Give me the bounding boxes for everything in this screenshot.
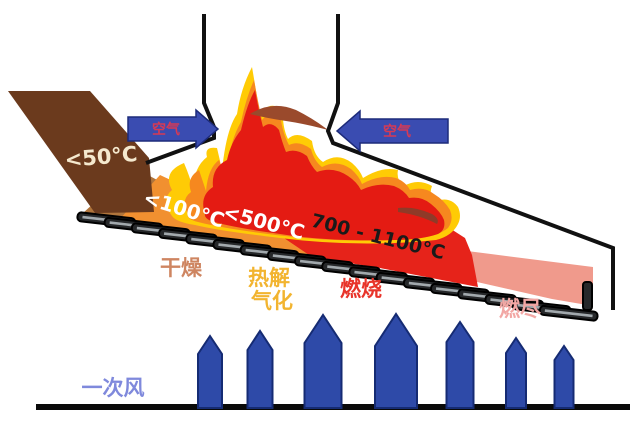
primary-air-arrow	[303, 313, 343, 409]
zone-label-drying: 干燥	[160, 256, 202, 280]
air-label-right: 空气	[383, 124, 411, 140]
primary-air-arrows	[197, 312, 575, 409]
grate-end-piece	[582, 281, 593, 311]
air-label-left: 空气	[152, 122, 180, 138]
flame-red-core	[203, 90, 445, 241]
flame-maroon-streak	[398, 207, 438, 224]
primary-air-arrow	[553, 344, 575, 409]
air-arrows	[127, 108, 449, 153]
flame-maroon-shadow	[250, 105, 328, 130]
grate-steps	[76, 211, 599, 322]
grate-slat-highlight	[544, 309, 593, 318]
primary-air-arrow	[246, 329, 274, 409]
air-arrow-left	[127, 108, 220, 150]
air-arrow-right	[335, 109, 449, 153]
flame	[166, 67, 460, 244]
primary-air-label: 一次风	[81, 376, 145, 400]
primary-air-arrow	[505, 336, 527, 409]
feed-chute	[8, 91, 154, 213]
zone-label-burnout: 燃尽	[499, 297, 541, 321]
right-wall	[325, 14, 615, 310]
zone-label-pyrolysis-line1: 热解	[248, 266, 290, 290]
zone-label-combustion: 燃烧	[340, 277, 382, 301]
primary-air-arrow	[445, 320, 475, 409]
primary-air-arrow	[197, 334, 223, 409]
zone-label-pyrolysis-line2: 气化	[251, 289, 293, 313]
primary-air-arrow	[374, 312, 418, 409]
